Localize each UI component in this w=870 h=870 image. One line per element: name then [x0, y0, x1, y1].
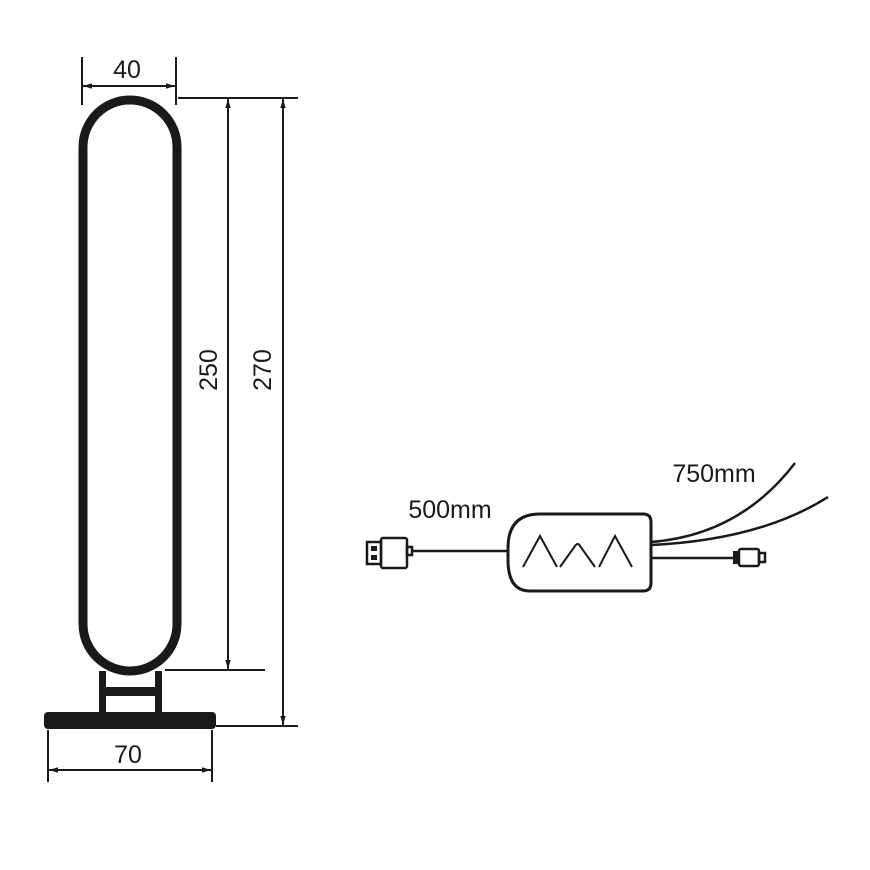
- usb-plug-icon: [365, 536, 414, 570]
- input-cable-length-label: 500mm: [408, 496, 491, 524]
- controller-logo: [522, 533, 633, 568]
- dimension-base-label: 70: [114, 741, 142, 769]
- cable-assembly: [365, 462, 829, 593]
- controller-box: [506, 512, 653, 593]
- stand-crossbar: [99, 687, 162, 696]
- dimension-base: [47, 730, 213, 782]
- lamp-side-view: [44, 95, 216, 729]
- lamp-capsule: [78, 95, 182, 676]
- dimension-width-label: 40: [113, 56, 141, 84]
- lamp-base: [44, 712, 216, 729]
- dimension-inner-height-label: 250: [195, 349, 223, 391]
- dimension-heights: [165, 97, 298, 727]
- output-cable-length-label: 750mm: [672, 460, 755, 488]
- dimension-total-height-label: 270: [249, 349, 277, 391]
- dimension-width: [81, 57, 177, 105]
- connector-plug-icon: [733, 547, 767, 568]
